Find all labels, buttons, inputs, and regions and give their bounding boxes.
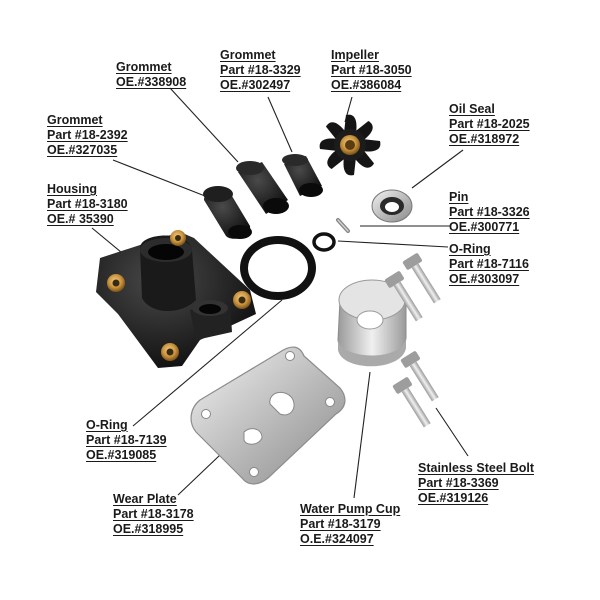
bolt-1 [402, 253, 441, 304]
bolt-4 [392, 377, 431, 428]
oring-large-part [240, 236, 316, 300]
leader-grommet-a [169, 87, 239, 163]
bolt-2 [384, 271, 423, 322]
grommet-c-part [203, 186, 252, 239]
leader-wear-plate [177, 454, 221, 496]
wear-plate-part [190, 346, 346, 485]
leader-grommet-b [267, 96, 293, 153]
oring-small-part [312, 232, 336, 252]
pump-cup-part [337, 279, 407, 367]
pin-part [336, 218, 350, 233]
leader-bolt [435, 407, 469, 457]
oil-seal-part [371, 189, 413, 223]
bolt-parts [384, 253, 441, 428]
leader-oring-small [337, 240, 449, 248]
leader-oil-seal [411, 149, 464, 189]
leader-pump-cup [353, 371, 371, 499]
grommet-a-part [236, 161, 289, 214]
impeller-part [319, 114, 381, 176]
leader-lines [91, 87, 469, 499]
bolt-3 [400, 351, 439, 402]
grommet-b-part [282, 154, 323, 197]
leader-oring-large [132, 299, 283, 427]
leader-grommet-c [112, 159, 206, 197]
housing-part [96, 230, 256, 368]
